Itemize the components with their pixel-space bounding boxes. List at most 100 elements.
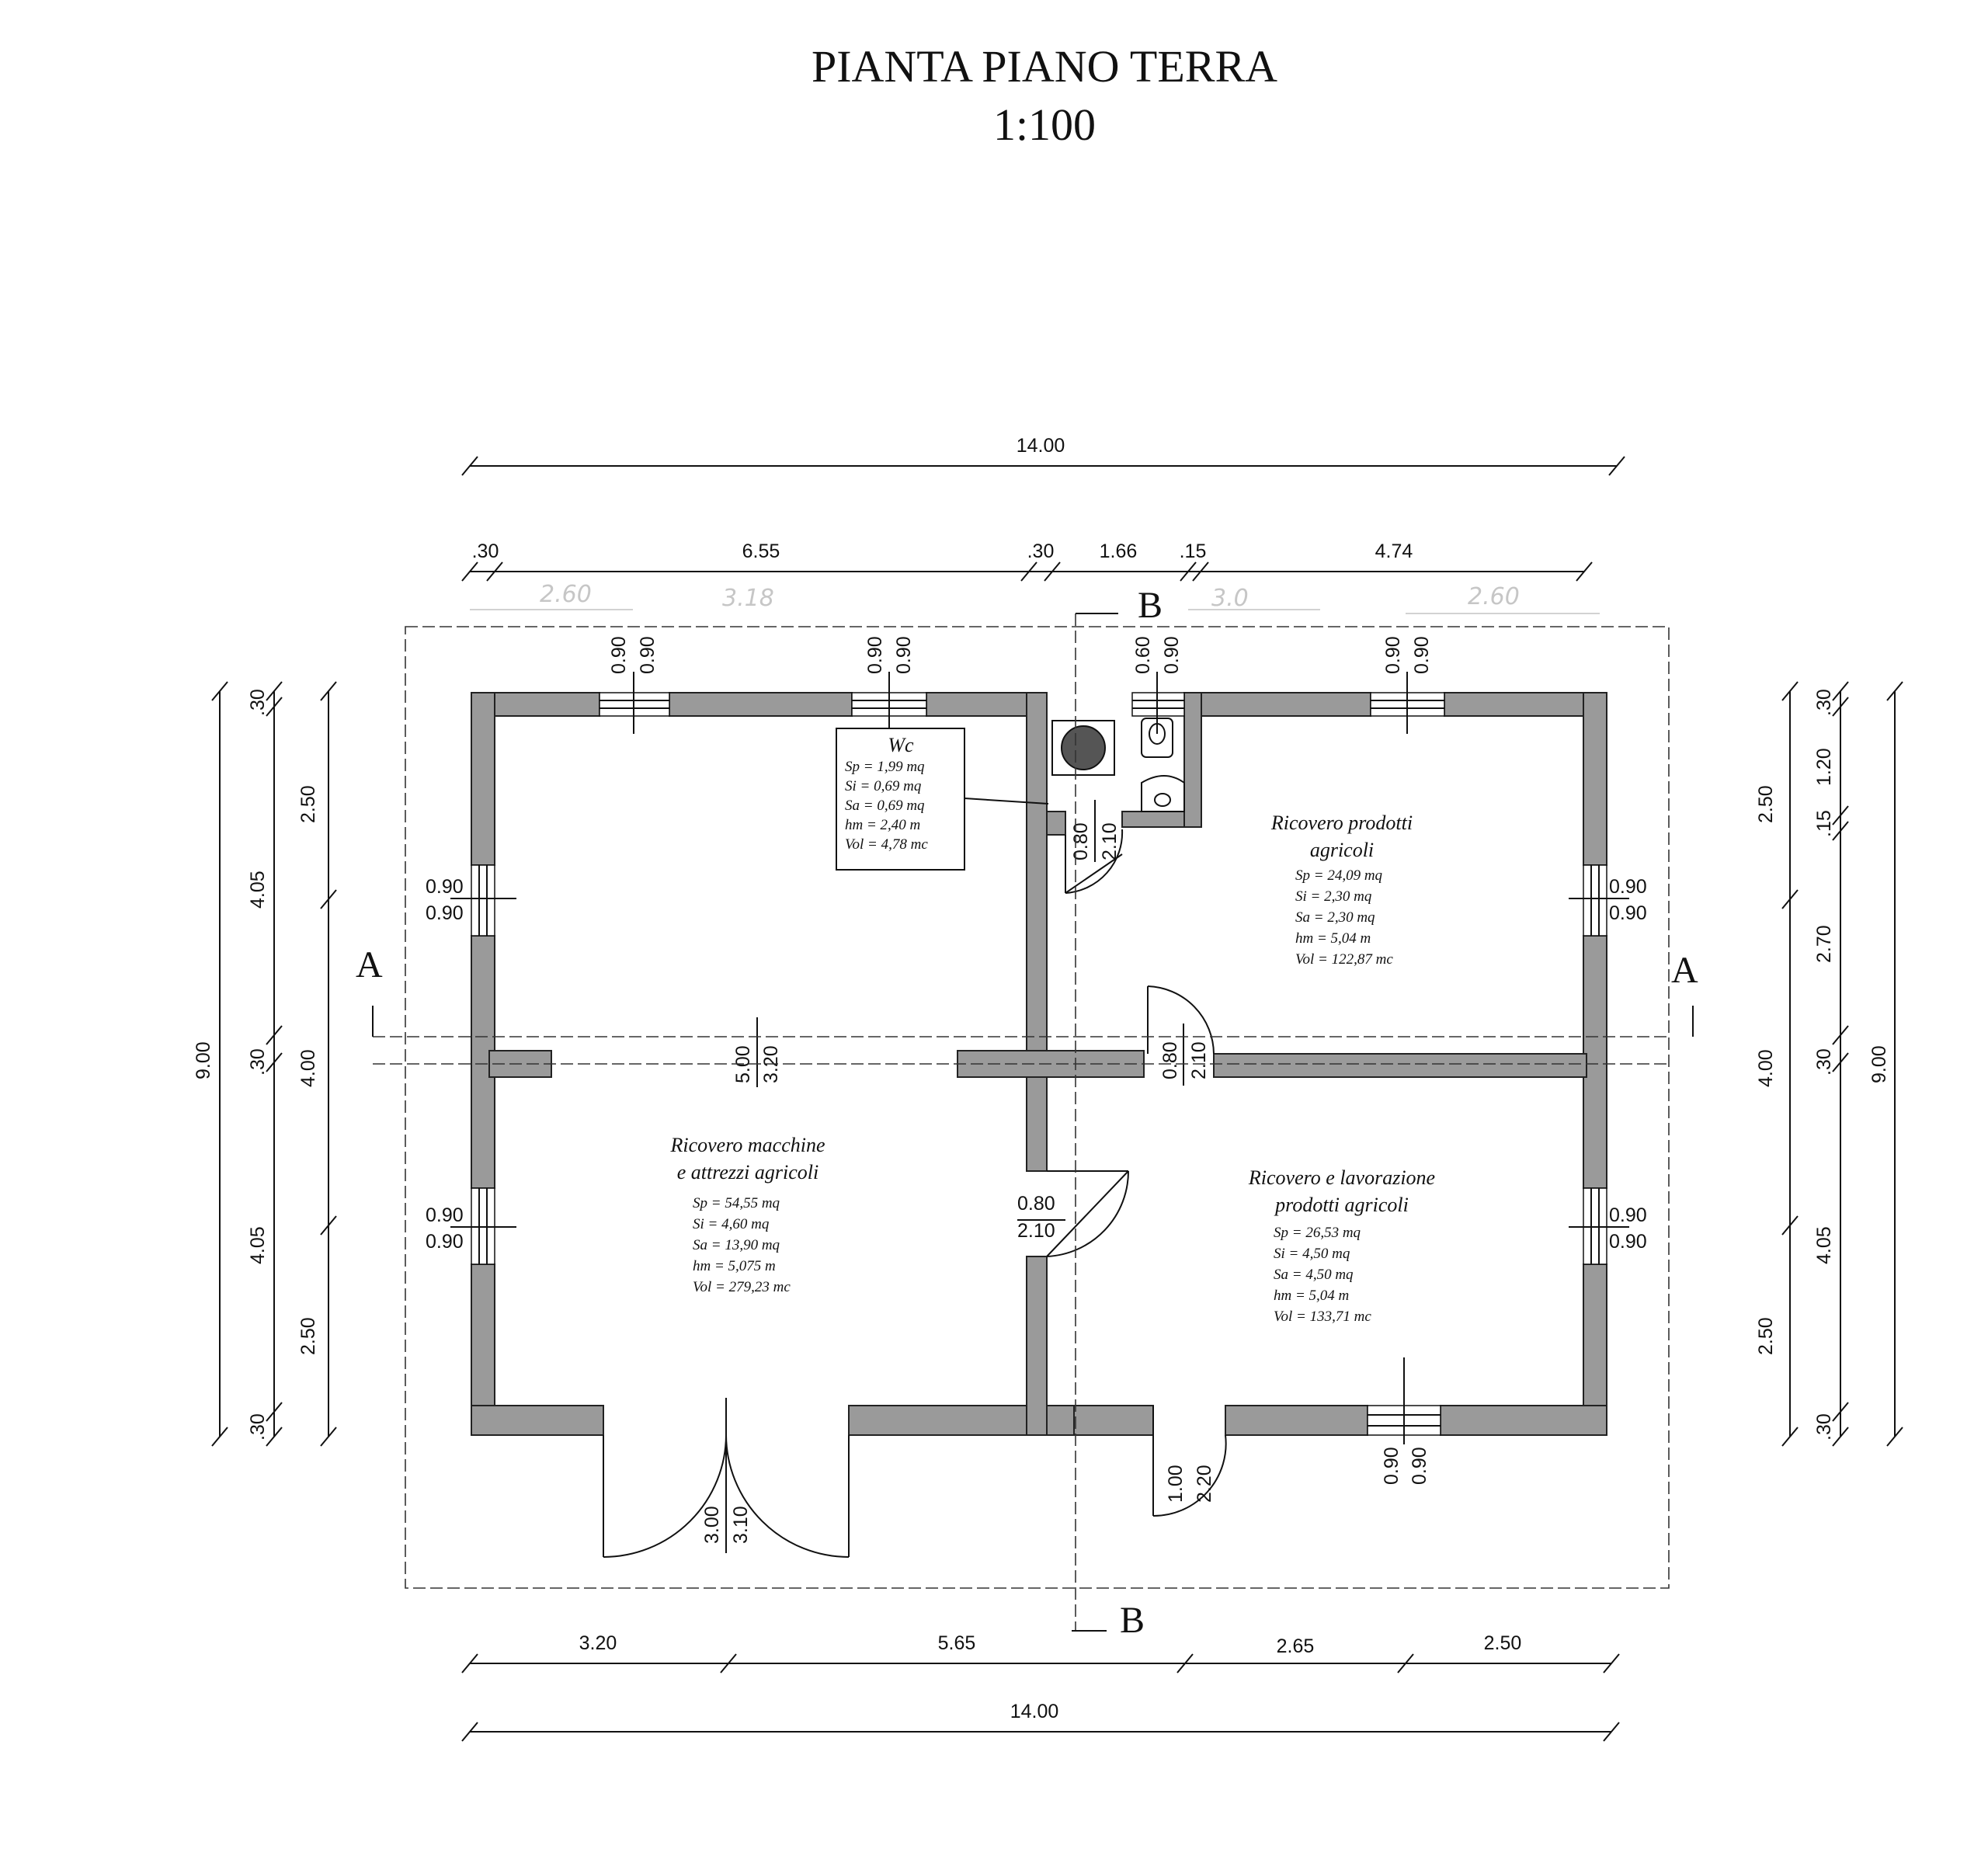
bottom-dim-4: 2.50 (1484, 1632, 1522, 1654)
bottom-total-label: 14.00 (1010, 1701, 1059, 1722)
bottom-dim-2: 5.65 (938, 1632, 976, 1654)
left-total-label: 9.00 (193, 1041, 214, 1079)
right-outer-dim-3: .15 (1813, 810, 1835, 837)
left-outer-dim-3: .30 (247, 1048, 269, 1076)
room-prodotti-si: Si = 2,30 mq (1295, 888, 1372, 905)
door-width-label: 0.80 (1017, 1193, 1055, 1215)
right-total-label: 9.00 (1868, 1045, 1890, 1083)
right-outer-dim-2: 1.20 (1813, 748, 1835, 786)
inner-door-width: 0.80 (1159, 1041, 1181, 1079)
plan-title: PIANTA PIANO TERRA (812, 41, 1277, 92)
room-macchine-label: Ricovero macchine e attrezzi agricoli Sp… (670, 1134, 825, 1295)
right-inner-dim-3: 2.50 (1755, 1317, 1777, 1355)
wc-door-height: 2.10 (1099, 822, 1121, 860)
right-inner-dim-1: 2.50 (1755, 785, 1777, 823)
right-outer-dim-5: .30 (1813, 1048, 1835, 1076)
top-total-dimension: 14.00 (461, 435, 1625, 476)
room-macchine-sp: Sp = 54,55 mq (693, 1195, 780, 1211)
window-label: 0.90 (637, 636, 659, 674)
top-dim-6: 4.74 (1375, 540, 1413, 562)
window-label: 0.90 (426, 876, 464, 898)
pencil-note-4: 2.60 (1468, 583, 1520, 610)
room-lavorazione-label: Ricovero e lavorazione prodotti agricoli… (1248, 1166, 1435, 1325)
right-outer-dim-1: .30 (1813, 689, 1835, 716)
left-inner-dim-2: 4.00 (297, 1049, 319, 1087)
right-outer-dim-7: .30 (1813, 1413, 1835, 1441)
pencil-annotations: 2.60 3.18 3.0 2.60 (470, 581, 1600, 614)
top-partial-dimensions: .30 6.55 .30 1.66 .15 4.74 (461, 540, 1593, 582)
top-dim-3: .30 (1027, 540, 1055, 562)
left-total-dimension: 9.00 (193, 681, 228, 1447)
bottom-dim-3: 2.65 (1277, 1635, 1315, 1657)
side-door-height: 2.20 (1194, 1465, 1215, 1503)
wc-room-name: Wc (888, 734, 914, 756)
room-macchine-name-1: Ricovero macchine (670, 1134, 825, 1156)
wc-fixtures (1051, 718, 1185, 812)
sink-icon (1141, 775, 1185, 812)
room-macchine-name-2: e attrezzi agricoli (677, 1161, 818, 1183)
room-lavorazione-name-1: Ricovero e lavorazione (1248, 1166, 1435, 1189)
window-label: 0.90 (426, 1204, 464, 1226)
room-prodotti-vol: Vol = 122,87 mc (1295, 951, 1393, 968)
window-label: 0.90 (1609, 1231, 1647, 1253)
window-label: 0.90 (1609, 902, 1647, 924)
wc-line-sp: Sp = 1,99 mq (845, 759, 925, 775)
doors (603, 829, 1227, 1558)
room-prodotti-name-1: Ricovero prodotti (1270, 812, 1413, 834)
window-labels: 0.90 0.90 0.90 0.90 0.60 0.90 0.90 0.90 … (426, 636, 1647, 1485)
left-inner-dim-1: 2.50 (297, 785, 319, 823)
room-macchine-sa: Sa = 13,90 mq (693, 1237, 780, 1253)
toilet-icon (1141, 718, 1173, 758)
room-lavorazione-hm: hm = 5,04 m (1274, 1288, 1349, 1304)
left-outer-dim-5: .30 (247, 1413, 269, 1441)
plan-scale: 1:100 (993, 99, 1096, 150)
bottom-partial-dimensions: 3.20 5.65 2.65 2.50 (461, 1632, 1620, 1673)
section-line-b: B B (1072, 585, 1163, 1641)
main-door-width: 3.00 (701, 1506, 723, 1544)
top-dim-2: 6.55 (742, 540, 780, 562)
room-lavorazione-si: Si = 4,50 mq (1274, 1246, 1350, 1262)
room-macchine-vol: Vol = 279,23 mc (693, 1279, 791, 1295)
right-inner-dim-2: 4.00 (1755, 1049, 1777, 1087)
left-inner-dimensions: 2.50 4.00 2.50 (297, 681, 337, 1447)
wc-door-width: 0.80 (1070, 822, 1092, 860)
bottom-dim-1: 3.20 (579, 1632, 617, 1654)
section-b-top: B (1138, 585, 1163, 626)
window-label: 0.90 (893, 636, 915, 674)
room-macchine-hm: hm = 5,075 m (693, 1258, 776, 1274)
right-inner-dimensions: 2.50 4.00 2.50 (1755, 681, 1799, 1447)
top-dim-1: .30 (472, 540, 499, 562)
right-outer-dim-4: 2.70 (1813, 925, 1835, 963)
wc-room-label: Wc Sp = 1,99 mq Si = 0,69 mq Sa = 0,69 m… (836, 728, 1049, 871)
right-outer-dim-6: 4.05 (1813, 1226, 1835, 1264)
wc-line-sa: Sa = 0,69 mq (845, 798, 925, 814)
window-label: 0.90 (1409, 1447, 1430, 1485)
window-label: 0.90 (426, 1231, 464, 1253)
window-label: 0.90 (1381, 1447, 1402, 1485)
section-line-a: A A (356, 944, 1698, 1065)
section-a-left: A (356, 944, 383, 985)
wc-line-vol: Vol = 4,78 mc (845, 836, 928, 853)
room-prodotti-sa: Sa = 2,30 mq (1295, 909, 1375, 926)
pencil-note-2: 3.18 (722, 585, 774, 612)
inner-door-height: 2.10 (1188, 1041, 1210, 1079)
right-outer-dimensions: .30 1.20 .15 2.70 .30 4.05 .30 (1813, 681, 1849, 1447)
top-dim-5: .15 (1180, 540, 1207, 562)
dashed-outline (405, 626, 1670, 1589)
window-label: 0.90 (864, 636, 886, 674)
wc-line-si: Si = 0,69 mq (845, 778, 922, 794)
door-height-label: 2.10 (1017, 1220, 1055, 1242)
window-label: 0.90 (608, 636, 630, 674)
room-prodotti-sp: Sp = 24,09 mq (1295, 867, 1383, 884)
room-macchine-si: Si = 4,60 mq (693, 1216, 770, 1232)
section-a-right: A (1671, 950, 1698, 991)
window-label: 0.90 (1411, 636, 1433, 674)
side-door-width: 1.00 (1165, 1465, 1187, 1503)
room-lavorazione-sp: Sp = 26,53 mq (1274, 1225, 1361, 1241)
shower-icon (1051, 720, 1115, 776)
pencil-note-3: 3.0 (1211, 585, 1249, 612)
windows (450, 672, 1629, 1444)
room-prodotti-name-2: agricoli (1310, 839, 1374, 861)
left-outer-dim-2: 4.05 (247, 871, 269, 909)
